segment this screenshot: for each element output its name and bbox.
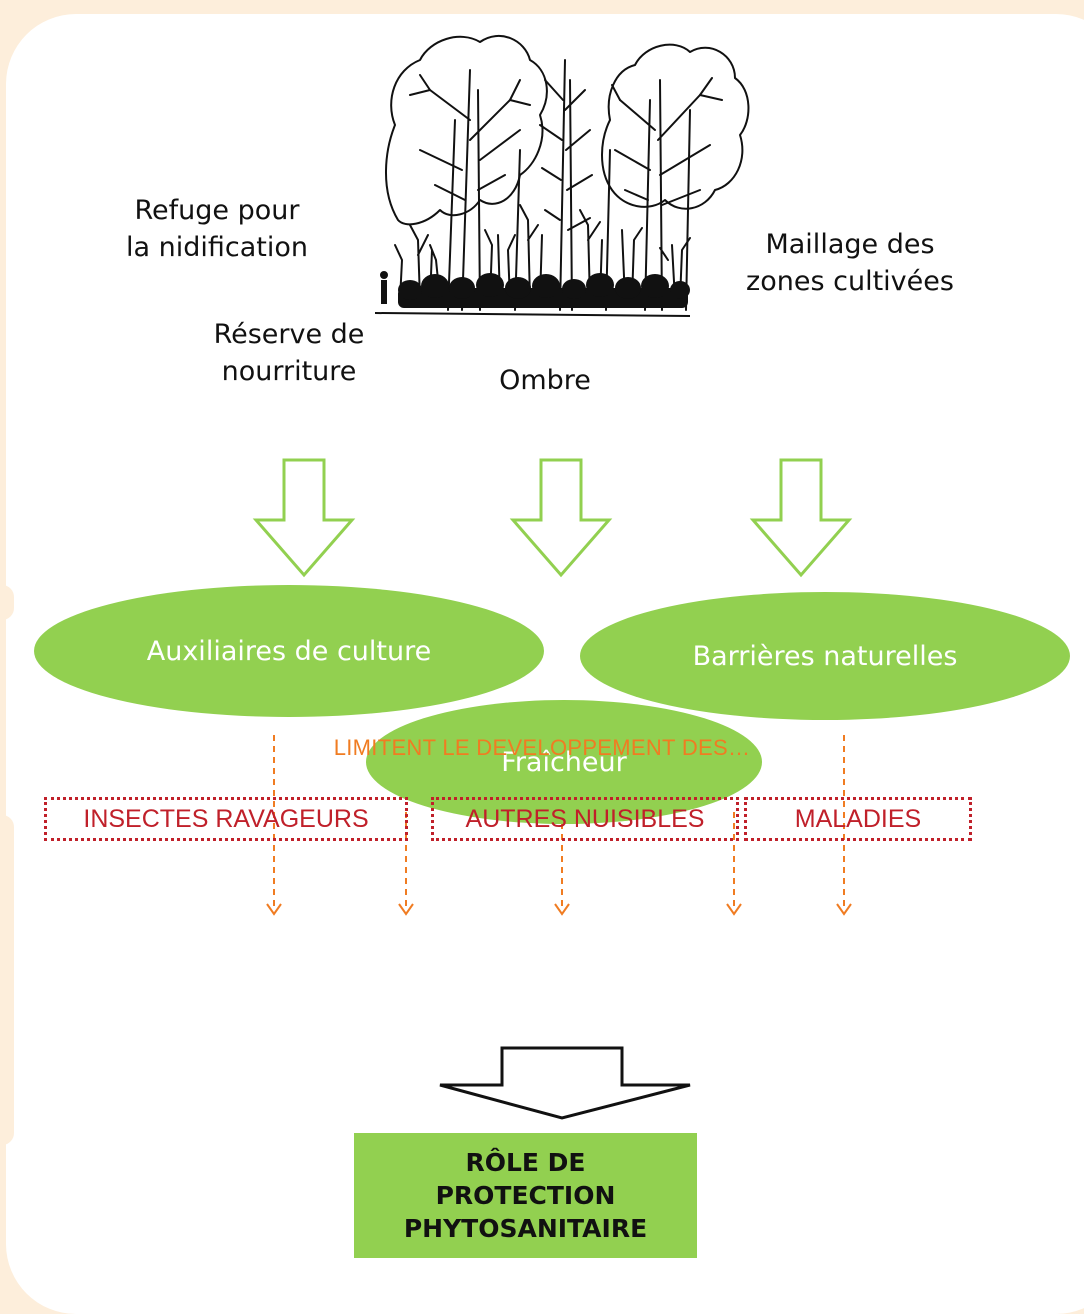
hollow-arrow-center bbox=[509, 458, 613, 578]
edge-notch bbox=[0, 585, 14, 620]
label-refuge: Refuge pour la nidification bbox=[126, 195, 308, 263]
hollow-arrow-left bbox=[252, 458, 356, 578]
arrow-head bbox=[266, 903, 282, 916]
hollow-arrow-down-black bbox=[439, 1046, 691, 1120]
box-nuisibles: AUTRES NUISIBLES bbox=[431, 797, 739, 841]
result-box: RÔLE DE PROTECTION PHYTOSANITAIRE bbox=[354, 1133, 697, 1258]
arrow-head bbox=[836, 903, 852, 916]
label-reserve: Réserve de nourriture bbox=[213, 319, 365, 387]
ellipse-barrieres: Barrières naturelles bbox=[580, 592, 1070, 720]
result-line: RÔLE DE bbox=[465, 1148, 586, 1177]
result-line: PHYTOSANITAIRE bbox=[403, 1214, 648, 1243]
edge-notch bbox=[0, 815, 14, 1145]
label-ombre: Ombre bbox=[499, 365, 591, 396]
limit-text: LIMITENT LE DEVELOPPEMENT DES… bbox=[333, 735, 751, 760]
arrow-head bbox=[726, 903, 742, 916]
arrow-head bbox=[398, 903, 414, 916]
arrow-head bbox=[554, 903, 570, 916]
ellipse-auxiliaires: Auxiliaires de culture bbox=[34, 585, 544, 717]
box-insectes: INSECTES RAVAGEURS bbox=[44, 797, 408, 841]
result-line: PROTECTION bbox=[435, 1181, 616, 1210]
hollow-arrow-right bbox=[749, 458, 853, 578]
box-maladies: MALADIES bbox=[744, 797, 972, 841]
label-maillage: Maillage des zones cultivées bbox=[746, 229, 954, 297]
